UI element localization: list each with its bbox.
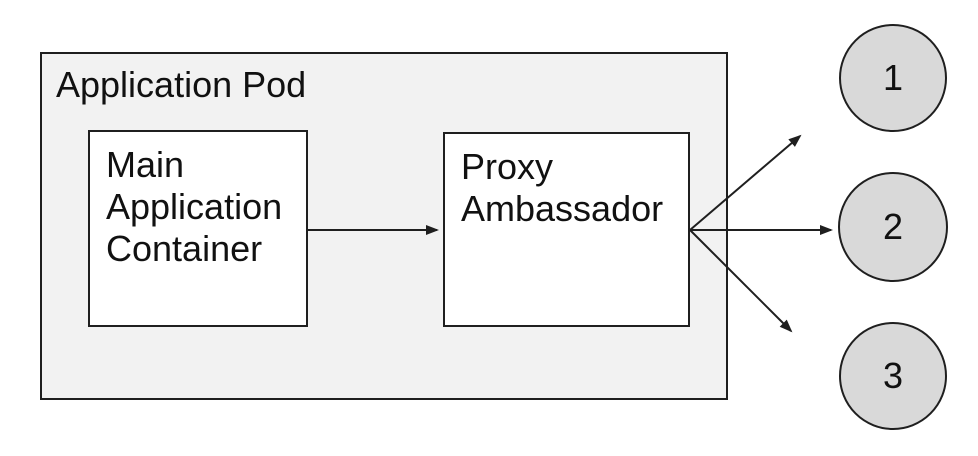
main-application-container-node: Main Application Container xyxy=(88,130,308,327)
endpoint-circle-3: 3 xyxy=(839,322,947,430)
proxy-ambassador-node: Proxy Ambassador xyxy=(443,132,690,327)
application-pod-label: Application Pod xyxy=(56,64,307,105)
endpoint-1-label: 1 xyxy=(882,57,904,98)
proxy-ambassador-label: Proxy Ambassador xyxy=(461,146,664,229)
endpoint-circle-1: 1 xyxy=(839,24,947,132)
main-application-container-label: Main Application Container xyxy=(106,144,283,269)
endpoint-3-label: 3 xyxy=(882,355,904,396)
endpoint-circle-2: 2 xyxy=(838,172,948,282)
endpoint-2-label: 2 xyxy=(882,206,904,247)
